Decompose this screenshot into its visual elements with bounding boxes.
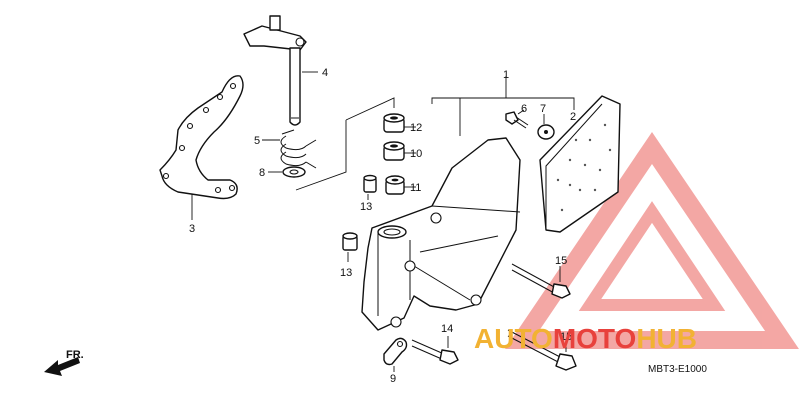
- svg-text:AUTOMOTOHUB: AUTOMOTOHUB: [474, 323, 697, 354]
- watermark-logo: AUTOMOTOHUB: [474, 323, 697, 354]
- callout-6: 6: [521, 103, 527, 115]
- clip-part-9: [383, 337, 408, 366]
- front-direction-indicator: FR.: [44, 349, 84, 376]
- front-direction-label: FR.: [66, 349, 84, 361]
- callout-15-upper: 15: [555, 255, 567, 267]
- leader-lines: [191, 71, 567, 372]
- callout-11: 11: [410, 182, 421, 194]
- callout-2: 2: [570, 111, 576, 123]
- bolt-part-15-upper: [511, 263, 571, 299]
- watermark-text-moto: MOTO: [553, 323, 636, 354]
- shaft-part-4: [243, 15, 307, 126]
- group-bracket-line-1: [431, 76, 575, 136]
- callout-1: 1: [503, 69, 509, 81]
- watermark-triangle: [505, 131, 799, 349]
- watermark-text-auto: AUTO: [474, 323, 553, 354]
- callout-8: 8: [259, 167, 265, 179]
- callout-13-lower: 13: [340, 267, 352, 279]
- bearing-part-11: [385, 175, 405, 195]
- callout-15-lower: 15: [560, 331, 572, 343]
- drawing-code: MBT3-E1000: [648, 364, 707, 375]
- callout-labels: 1 2 3 4 5 6 7 8 9 10 11 12 13 13 14 15 1…: [189, 67, 576, 385]
- callout-9: 9: [390, 373, 396, 385]
- bearing-part-10: [383, 141, 405, 161]
- pad-part-2: [539, 95, 621, 233]
- callout-3: 3: [189, 223, 195, 235]
- bolt-part-15-lower: [507, 329, 577, 371]
- collar-part-13-lower: [342, 232, 358, 251]
- callout-7: 7: [540, 103, 546, 115]
- collar-part-13-upper: [363, 174, 377, 193]
- callout-12: 12: [410, 122, 422, 134]
- washer-part-7: [537, 124, 555, 140]
- bolt-part-6: [505, 111, 529, 129]
- group-bracket-line: [295, 97, 395, 191]
- bearing-part-12: [383, 113, 405, 133]
- callout-13-upper: 13: [360, 201, 372, 213]
- cover-part-1: [361, 137, 521, 331]
- bracket-part-3: [159, 75, 244, 200]
- watermark-text-hub: HUB: [636, 323, 697, 354]
- callout-4: 4: [322, 67, 328, 79]
- front-arrow-icon: [44, 357, 80, 376]
- spring-part-5: [280, 129, 317, 169]
- washer-part-8: [282, 166, 306, 178]
- callout-10: 10: [410, 148, 422, 160]
- bolt-part-14: [411, 339, 459, 365]
- callout-5: 5: [254, 135, 260, 147]
- callout-14: 14: [441, 323, 453, 335]
